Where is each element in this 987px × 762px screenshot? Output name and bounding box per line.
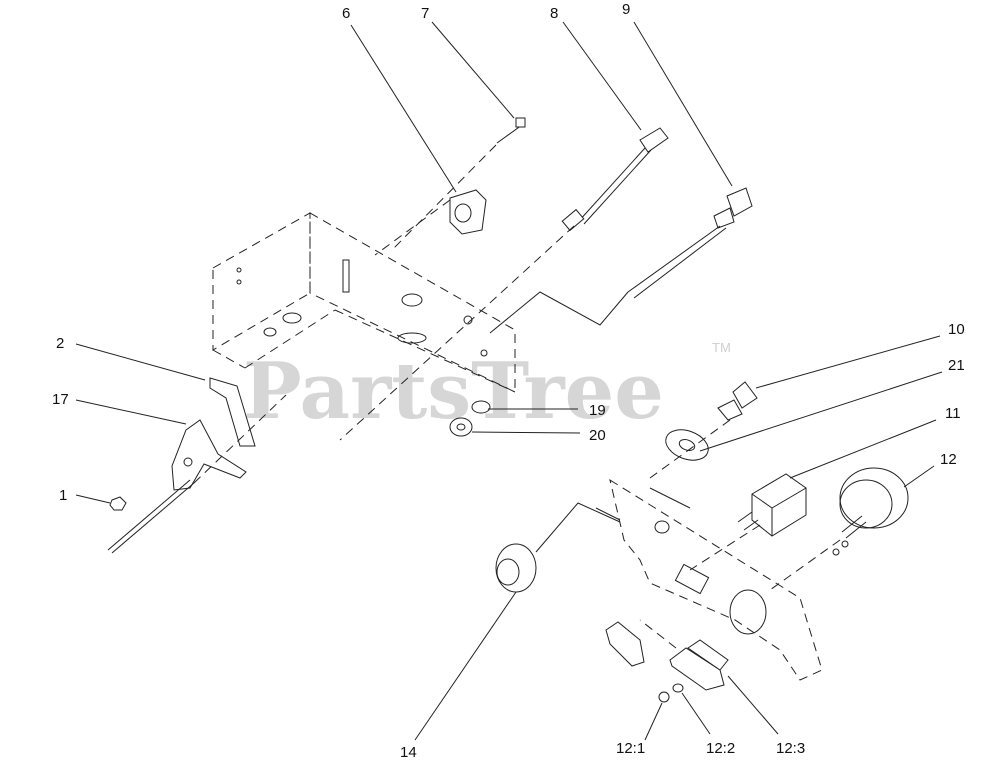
label-9: 9 (622, 1, 630, 18)
part-7-pin (496, 117, 526, 144)
part-17-lever (171, 419, 247, 491)
label-14: 14 (400, 744, 417, 761)
assembly-lines (339, 144, 841, 649)
connector-clip (605, 621, 645, 667)
leader-lines (75, 21, 943, 741)
label-12-1: 12:1 (616, 740, 645, 757)
part-19-washer (471, 400, 491, 414)
label-12-3: 12:3 (776, 740, 805, 757)
lower-panel (595, 478, 823, 681)
part-2-plate (209, 377, 256, 447)
part-12-2-washer (672, 683, 684, 693)
upper-bracket (212, 212, 516, 393)
label-17: 17 (52, 391, 69, 408)
label-11: 11 (945, 405, 961, 422)
part-12-3-bracket (669, 639, 729, 691)
callout-labels: 6 7 8 9 2 17 1 19 20 10 21 11 12 14 12:1… (52, 1, 965, 761)
part-1-nut-rod (107, 394, 287, 554)
part-12-gauge (832, 467, 909, 556)
label-21: 21 (948, 357, 965, 374)
part-12-1-nut (658, 691, 670, 703)
part-14-switch (495, 502, 621, 593)
label-10: 10 (948, 321, 965, 338)
label-19: 19 (589, 402, 606, 419)
part-9-cable (489, 187, 753, 334)
part-10-connector (717, 381, 758, 421)
label-2: 2 (56, 335, 64, 352)
label-7: 7 (421, 5, 429, 22)
label-20: 20 (589, 427, 606, 444)
label-8: 8 (550, 5, 558, 22)
label-6: 6 (342, 5, 350, 22)
part-21-bushing (665, 429, 709, 461)
part-8-cable (561, 127, 669, 232)
label-12-2: 12:2 (706, 740, 735, 757)
label-1: 1 (59, 487, 67, 504)
part-6-knob (449, 189, 487, 235)
label-12: 12 (940, 451, 957, 468)
part-20-nut (449, 417, 473, 437)
watermark-tm: TM (712, 340, 731, 355)
part-11-module (737, 473, 807, 537)
